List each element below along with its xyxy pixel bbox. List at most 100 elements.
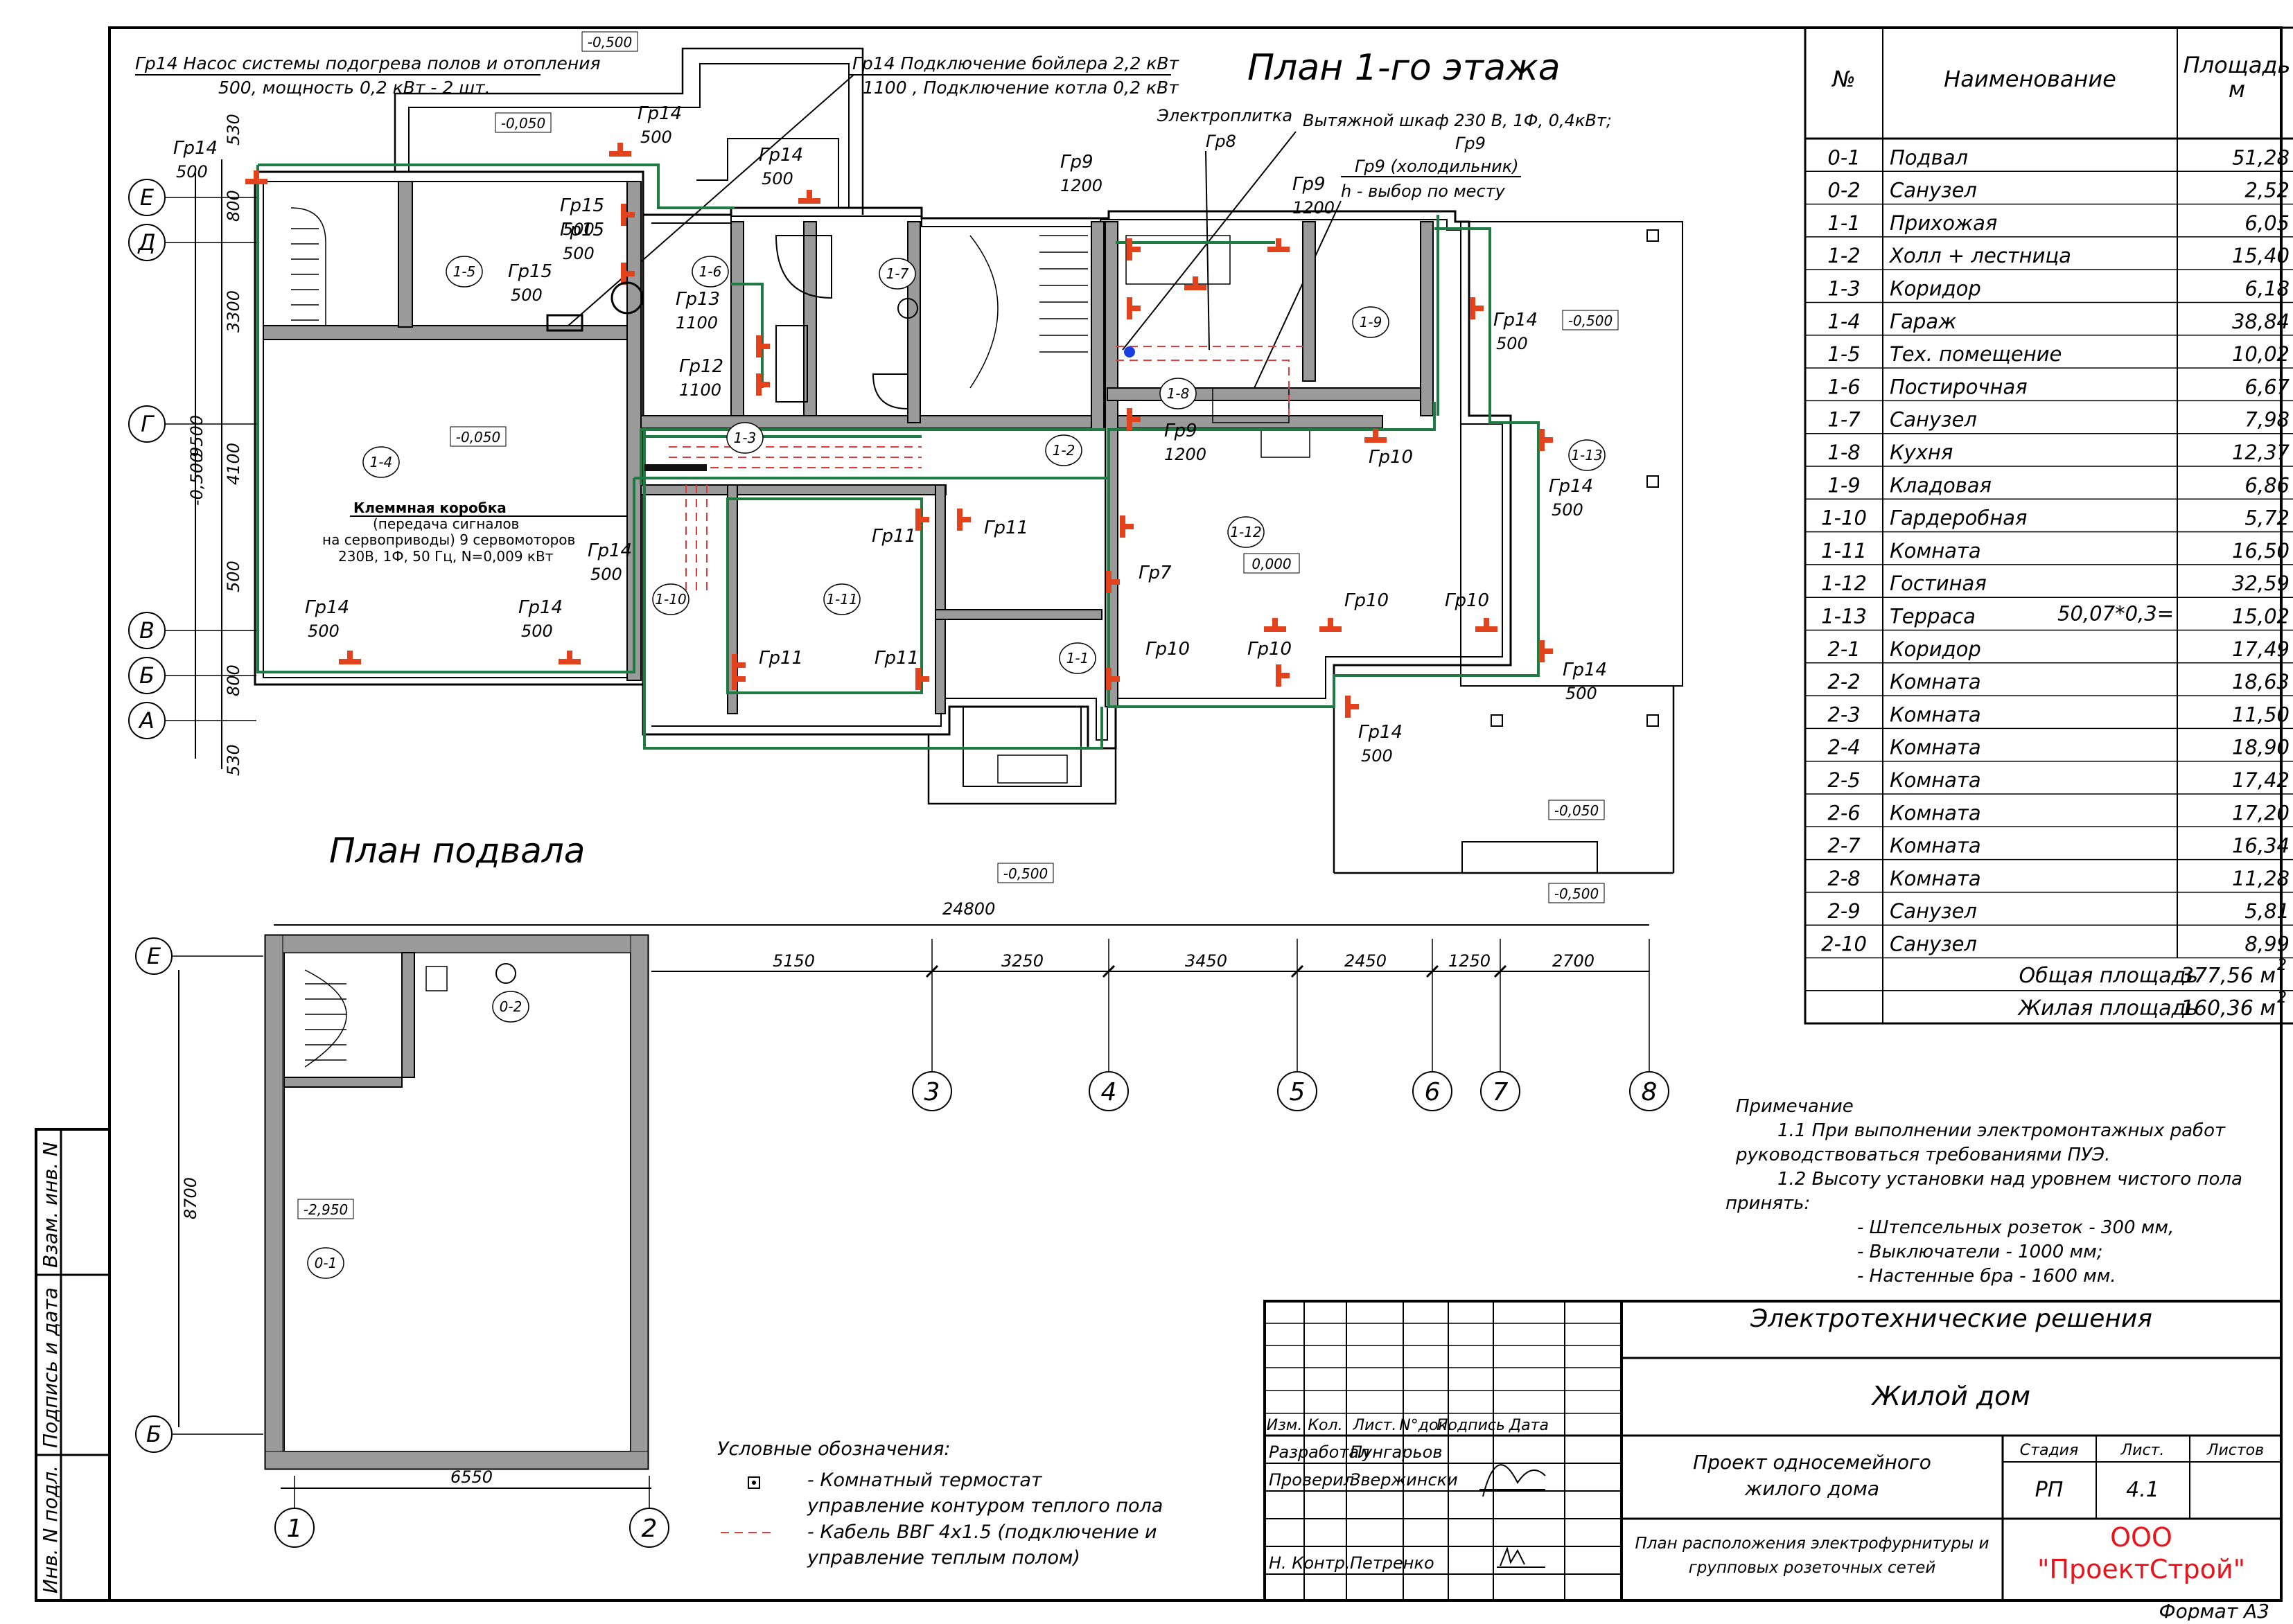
socket-stem [254, 170, 259, 182]
dim-tick [1493, 964, 1507, 978]
group-height: 500 [521, 621, 553, 641]
group-label: Гр10 [1369, 447, 1413, 468]
table-living-value: 160,36 м [2181, 996, 2276, 1021]
table-cell: 1-3 [1827, 277, 1860, 301]
group-height: 500 [762, 169, 793, 188]
legend-item1-l2: управление контуром теплого пола [807, 1495, 1163, 1517]
table-cell: 18,90 [2232, 736, 2290, 759]
callout-1-line2: 500, мощность 0,2 кВт - 2 шт. [218, 78, 491, 98]
table-cell: 2-1 [1827, 637, 1860, 661]
stamp-sheet-title-l2: групповых розеточных сетей [1689, 1559, 1936, 1577]
junction-box-l2: (передача сигналов [373, 515, 519, 532]
table-cell: 10,02 [2232, 342, 2290, 366]
socket-stem [624, 212, 635, 218]
axis-label: В [139, 617, 155, 644]
table-cell: 5,72 [2244, 506, 2290, 530]
socket-stem [918, 676, 929, 682]
dim-text: -0,500 [187, 452, 207, 506]
table-cell: Комната [1890, 670, 1981, 694]
stamp-role: Н. Контр. [1269, 1553, 1351, 1573]
table-cell: 18,63 [2232, 670, 2290, 694]
sheet-frame [108, 26, 2283, 1602]
stamp-stage-header: Стадия [2020, 1442, 2078, 1459]
group-height: 1200 [1292, 198, 1335, 218]
axis-label: 7 [1493, 1078, 1509, 1106]
level-mark: -0,500 [588, 34, 632, 51]
room-number: 1-5 [453, 263, 476, 280]
table-cell: 1-6 [1827, 375, 1860, 398]
table-cell: 2-9 [1827, 899, 1860, 923]
stamp-col-header: Подпись [1437, 1417, 1505, 1434]
stamp-name: Петренко [1350, 1553, 1434, 1573]
wall-hatched [265, 935, 649, 953]
junction-box-icon [644, 464, 707, 471]
side-stamp-1: Взам. инв. N [39, 1142, 62, 1268]
dim-text: 500 [224, 561, 243, 592]
level-mark: -0,500 [1568, 312, 1613, 329]
socket-stem [807, 190, 812, 201]
table-cell: 6,18 [2244, 277, 2290, 301]
group-label: Гр10 [1445, 590, 1489, 611]
room-marker [1352, 306, 1389, 338]
room-number: 1-9 [1360, 314, 1382, 330]
stamp-name: Звержински [1350, 1470, 1458, 1490]
table-cell: 1-2 [1827, 244, 1860, 267]
table-border [1804, 26, 2293, 1025]
table-cell: Комната [1890, 736, 1981, 759]
company-name-l2: "ПроектСтрой" [2037, 1554, 2245, 1585]
room-marker [692, 256, 729, 288]
table-cell: Подвал [1890, 145, 1968, 169]
table-cell: 38,84 [2232, 310, 2290, 333]
dim-tick [1102, 964, 1116, 978]
callout-2-line2: 1100 , Подключение котла 0,2 кВт [863, 78, 1179, 98]
axis-label: 8 [1642, 1078, 1658, 1106]
shower [872, 373, 908, 410]
column-mark [1491, 714, 1503, 727]
level-mark: -0,050 [456, 429, 500, 445]
room-marker [1159, 378, 1197, 409]
table-cell: Санузел [1890, 408, 1977, 432]
dim-text: 2700 [1552, 951, 1594, 971]
axis-label: Б [146, 1421, 161, 1447]
underfloor-cable [669, 346, 1303, 596]
table-cell: 2-7 [1827, 834, 1861, 858]
room-number: 1-3 [734, 430, 757, 446]
socket-layer [245, 143, 1553, 718]
axis-label: Е [147, 943, 161, 969]
table-cell: Гостиная [1890, 572, 1987, 595]
group-label: Гр12 [679, 356, 723, 377]
table-living-label: Жилая площадь [2017, 996, 2198, 1021]
basement-title: План подвала [329, 831, 585, 871]
room-number: 0-2 [500, 998, 522, 1015]
group-label: Гр14 [305, 597, 349, 618]
signature-icon [1479, 1464, 1546, 1497]
notes-line-5: - Штепсельных розеток - 300 мм, [1857, 1217, 2174, 1238]
notes-title: Примечание [1736, 1096, 1854, 1117]
group-height: 500 [511, 285, 543, 305]
group-label: Гр11 [875, 648, 919, 669]
axis-label: 3 [924, 1078, 940, 1106]
room-number: 1-8 [1167, 385, 1190, 402]
notes-line-3: 1.2 Высоту установки над уровнем чистого… [1777, 1169, 2242, 1190]
stamp-stage-value: РП [2035, 1478, 2064, 1502]
wall-hatched [630, 935, 649, 1469]
dim-text: 2450 [1344, 951, 1387, 971]
stair [304, 969, 347, 1068]
table-cell: 2,52 [2244, 179, 2290, 202]
dim-text: 24800 [942, 899, 995, 919]
table-cell: 11,50 [2232, 703, 2290, 726]
room-marker [1059, 642, 1096, 674]
group-height: 500 [1552, 500, 1583, 520]
level-box [1562, 310, 1619, 330]
stamp-sheet-value: 4.1 [2126, 1478, 2159, 1502]
table-cell: Санузел [1890, 899, 1977, 923]
group-label: Гр13 [676, 289, 720, 310]
legend-item1-l1: - Комнатный термостат [807, 1469, 1043, 1491]
dim-text: 3450 [1185, 951, 1227, 971]
company-name-l1: ООО [2110, 1522, 2172, 1553]
pump-icon [546, 314, 583, 332]
wall-outline [696, 138, 839, 208]
table-cell: Прихожая [1890, 211, 1997, 235]
socket-stem [759, 382, 770, 387]
dim-text: 530 [224, 114, 243, 145]
